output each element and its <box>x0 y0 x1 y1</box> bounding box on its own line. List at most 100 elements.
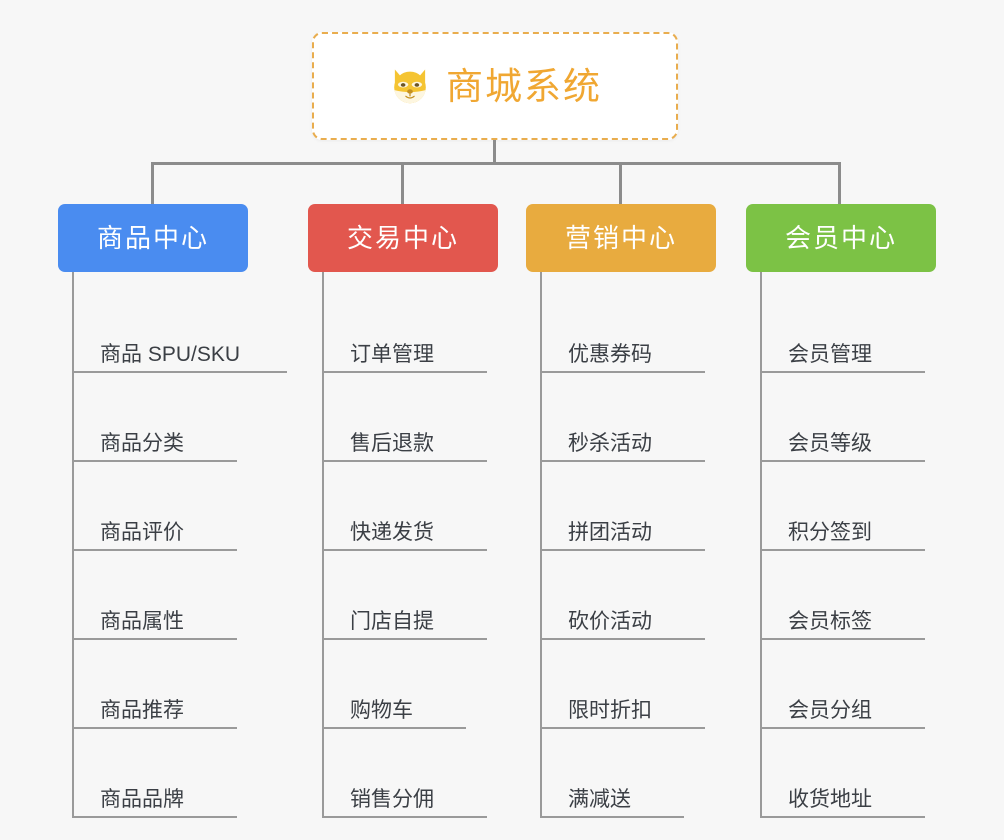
leaf-item[interactable]: 商品分类 <box>72 373 248 462</box>
leaf-label: 商品推荐 <box>100 699 184 722</box>
connector-drop-trade-center <box>401 162 404 204</box>
leaf-label: 商品属性 <box>100 610 184 633</box>
leaf-item[interactable]: 会员标签 <box>760 551 936 640</box>
leaf-label: 秒杀活动 <box>568 432 652 455</box>
leaf-underline <box>540 460 705 462</box>
leaf-item[interactable]: 商品评价 <box>72 462 248 551</box>
connector-horizontal-bus <box>151 162 841 165</box>
leaf-spine <box>72 272 74 818</box>
leaf-label: 销售分佣 <box>350 788 434 811</box>
leaf-underline <box>540 549 705 551</box>
leaf-item[interactable]: 门店自提 <box>322 551 498 640</box>
leaf-label: 商品评价 <box>100 521 184 544</box>
leaf-label: 限时折扣 <box>568 699 652 722</box>
branch-column-member-center: 会员中心 会员管理 会员等级 积分签到 会员标签 会员分组 <box>746 204 936 818</box>
leaf-underline <box>72 460 237 462</box>
leaf-underline <box>540 371 705 373</box>
branch-column-marketing-center: 营销中心 优惠券码 秒杀活动 拼团活动 砍价活动 限时折扣 <box>526 204 716 818</box>
branch-column-trade-center: 交易中心 订单管理 售后退款 快递发货 门店自提 购物车 <box>308 204 498 818</box>
leaf-underline <box>760 549 925 551</box>
leaf-label: 订单管理 <box>350 343 434 366</box>
category-box-member-center[interactable]: 会员中心 <box>746 204 936 272</box>
leaf-list-product-center: 商品 SPU/SKU 商品分类 商品评价 商品属性 商品推荐 商品品牌 <box>72 272 287 818</box>
leaf-underline <box>760 460 925 462</box>
leaf-spine <box>540 272 542 818</box>
leaf-underline <box>72 816 237 818</box>
dog-face-icon <box>394 69 426 104</box>
leaf-label: 门店自提 <box>350 610 434 633</box>
leaf-underline <box>760 371 925 373</box>
leaf-underline <box>72 638 237 640</box>
leaf-underline <box>322 371 487 373</box>
leaf-item[interactable]: 订单管理 <box>322 284 498 373</box>
leaf-underline <box>540 638 705 640</box>
leaf-item[interactable]: 商品品牌 <box>72 729 248 818</box>
leaf-spine <box>760 272 762 818</box>
branch-column-product-center: 商品中心 商品 SPU/SKU 商品分类 商品评价 商品属性 商品推荐 <box>58 204 287 818</box>
leaf-item[interactable]: 会员等级 <box>760 373 936 462</box>
leaf-spine <box>322 272 324 818</box>
leaf-list-member-center: 会员管理 会员等级 积分签到 会员标签 会员分组 收货地址 <box>760 272 936 818</box>
root-node-content: 商城系统 <box>388 64 602 108</box>
leaf-item[interactable]: 收货地址 <box>760 729 936 818</box>
leaf-label: 积分签到 <box>788 521 872 544</box>
connector-drop-product-center <box>151 162 154 204</box>
root-title: 商城系统 <box>446 65 602 107</box>
leaf-item[interactable]: 积分签到 <box>760 462 936 551</box>
leaf-list-marketing-center: 优惠券码 秒杀活动 拼团活动 砍价活动 限时折扣 满减送 <box>540 272 716 818</box>
leaf-item[interactable]: 秒杀活动 <box>540 373 716 462</box>
leaf-underline <box>760 816 925 818</box>
leaf-item[interactable]: 销售分佣 <box>322 729 498 818</box>
leaf-underline <box>322 638 487 640</box>
connector-drop-member-center <box>838 162 841 204</box>
category-label-marketing-center: 营销中心 <box>564 223 677 253</box>
category-box-marketing-center[interactable]: 营销中心 <box>526 204 716 272</box>
category-box-product-center[interactable]: 商品中心 <box>58 204 248 272</box>
leaf-label: 商品品牌 <box>100 788 184 811</box>
leaf-item[interactable]: 优惠券码 <box>540 284 716 373</box>
leaf-label: 砍价活动 <box>568 610 652 633</box>
leaf-underline <box>322 460 487 462</box>
leaf-label: 拼团活动 <box>568 521 652 544</box>
category-box-trade-center[interactable]: 交易中心 <box>308 204 498 272</box>
connector-drop-marketing-center <box>619 162 622 204</box>
leaf-item[interactable]: 满减送 <box>540 729 716 818</box>
category-label-member-center: 会员中心 <box>784 223 897 253</box>
leaf-label: 会员管理 <box>788 343 872 366</box>
leaf-item[interactable]: 拼团活动 <box>540 462 716 551</box>
leaf-label: 满减送 <box>568 788 631 811</box>
leaf-underline <box>760 727 925 729</box>
leaf-label: 会员分组 <box>788 699 872 722</box>
leaf-label: 售后退款 <box>350 432 434 455</box>
leaf-underline <box>322 816 487 818</box>
leaf-underline <box>540 816 684 818</box>
connector-root-stem <box>493 140 496 164</box>
leaf-item[interactable]: 商品推荐 <box>72 640 248 729</box>
leaf-label: 优惠券码 <box>568 343 652 366</box>
leaf-item[interactable]: 会员管理 <box>760 284 936 373</box>
leaf-item[interactable]: 快递发货 <box>322 462 498 551</box>
root-node[interactable]: 商城系统 <box>312 32 678 140</box>
leaf-item[interactable]: 会员分组 <box>760 640 936 729</box>
leaf-underline <box>72 371 287 373</box>
leaf-underline <box>72 549 237 551</box>
leaf-underline <box>540 727 705 729</box>
leaf-label: 购物车 <box>350 699 413 722</box>
category-label-product-center: 商品中心 <box>96 223 209 253</box>
leaf-item[interactable]: 购物车 <box>322 640 498 729</box>
category-label-trade-center: 交易中心 <box>346 223 459 253</box>
leaf-label: 商品 SPU/SKU <box>100 343 241 366</box>
leaf-label: 商品分类 <box>100 432 184 455</box>
leaf-label: 会员等级 <box>788 432 872 455</box>
leaf-underline <box>72 727 237 729</box>
leaf-label: 收货地址 <box>788 788 872 811</box>
leaf-item[interactable]: 砍价活动 <box>540 551 716 640</box>
leaf-item[interactable]: 限时折扣 <box>540 640 716 729</box>
leaf-label: 快递发货 <box>350 521 434 544</box>
leaf-item[interactable]: 商品属性 <box>72 551 248 640</box>
leaf-item[interactable]: 商品 SPU/SKU <box>72 284 287 373</box>
leaf-underline <box>760 638 925 640</box>
leaf-item[interactable]: 售后退款 <box>322 373 498 462</box>
leaf-label: 会员标签 <box>788 610 872 633</box>
